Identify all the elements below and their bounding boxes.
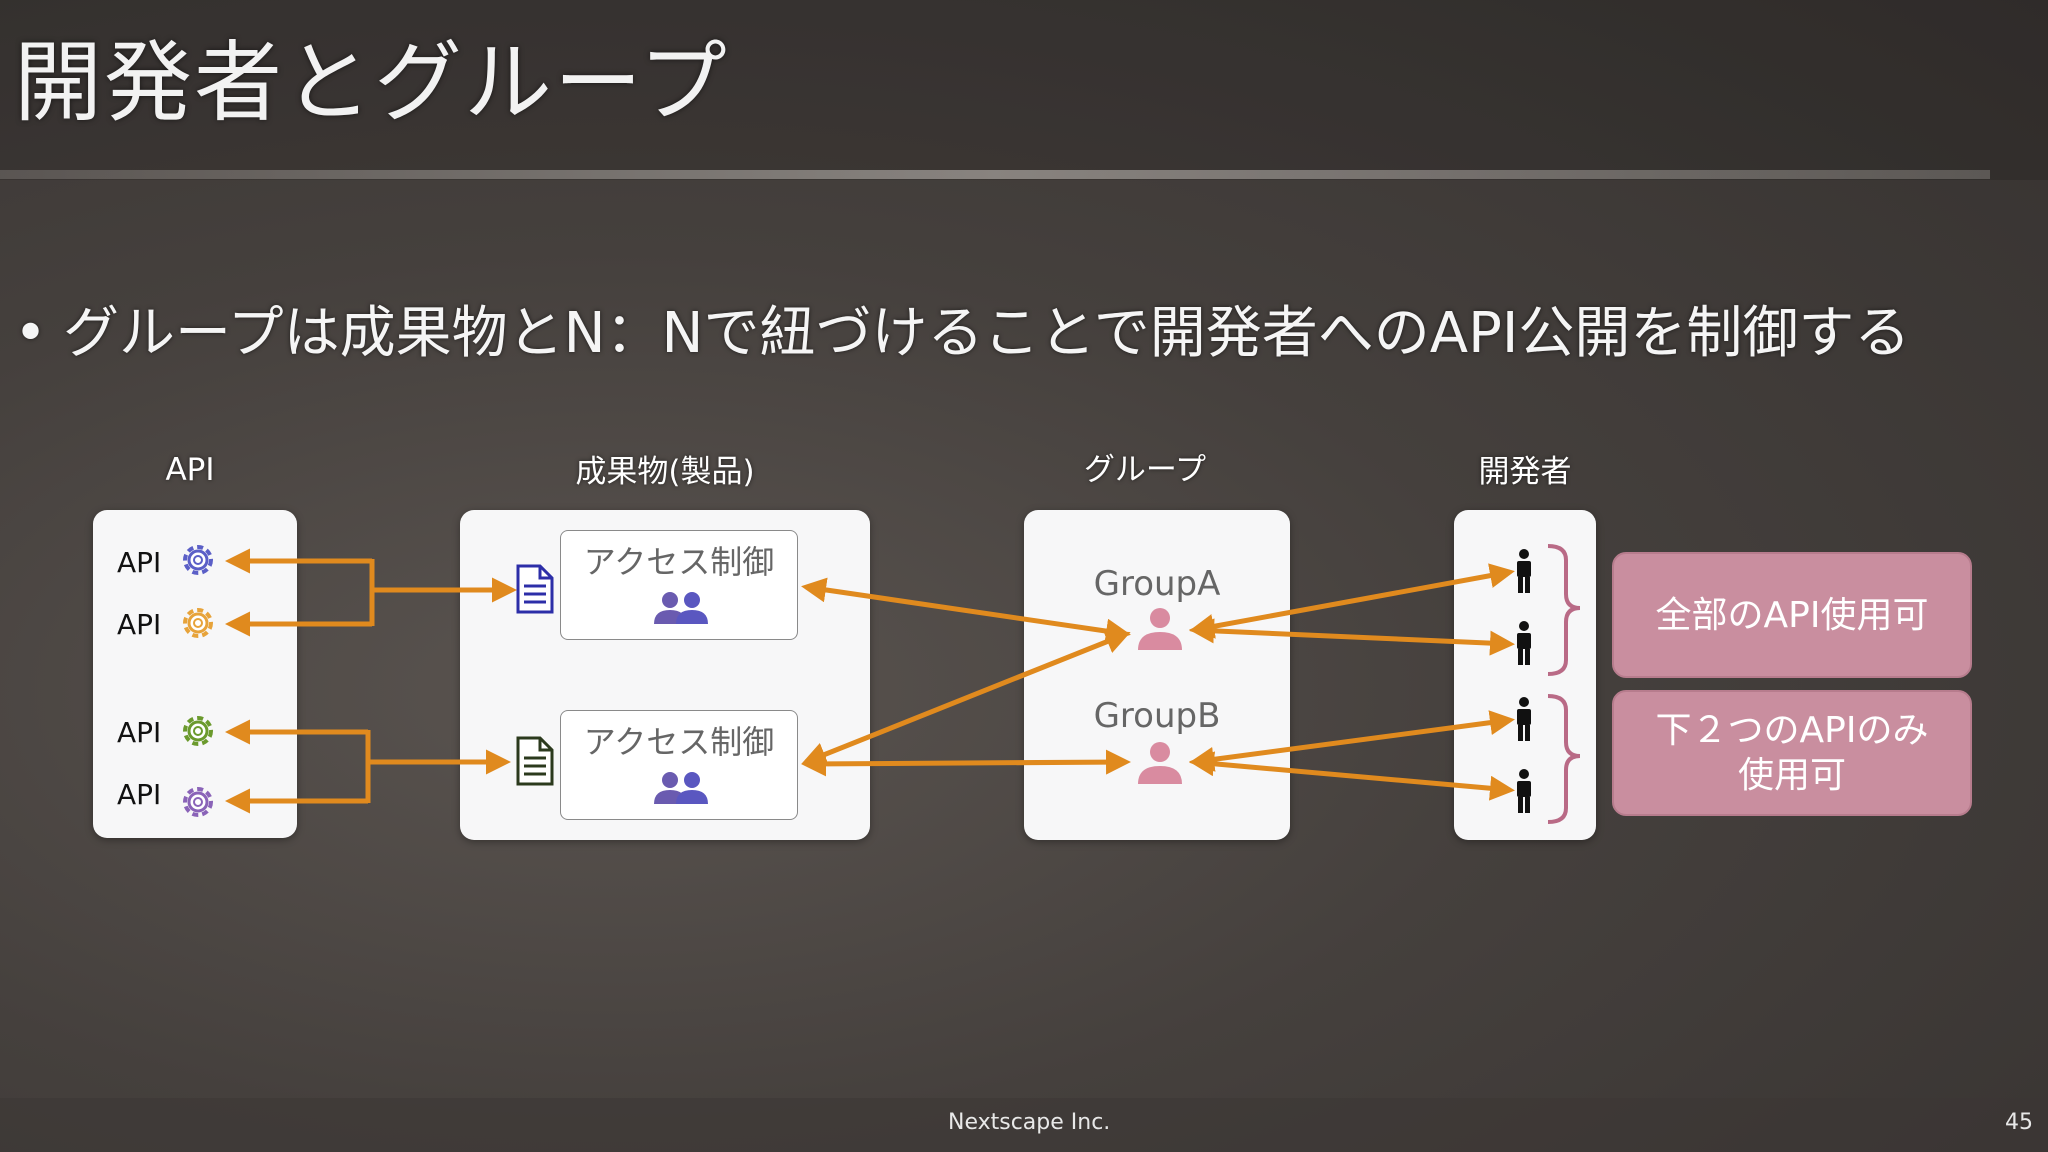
note-bottom-two-line2: 使用可 bbox=[1737, 755, 1846, 796]
people-icon bbox=[654, 592, 708, 624]
title-band bbox=[0, 0, 2048, 180]
note-all-apis: 全部のAPI使用可 bbox=[1612, 552, 1972, 678]
product-group-connectors bbox=[801, 577, 1131, 777]
gear-icon bbox=[183, 608, 213, 638]
title-divider bbox=[0, 170, 1990, 179]
column-header-developer: 開発者 bbox=[1478, 454, 1572, 490]
api-panel: API API API API bbox=[93, 510, 297, 838]
api-label-1: API bbox=[117, 546, 162, 579]
document-icon bbox=[516, 564, 554, 614]
note-bottom-two-line1: 下２つのAPIのみ bbox=[1655, 710, 1929, 751]
gear-icon bbox=[183, 787, 213, 817]
api-product-connector-top bbox=[225, 548, 517, 637]
column-header-product: 成果物(製品) bbox=[575, 454, 755, 490]
developer-icon bbox=[1517, 769, 1531, 813]
api-label-4: API bbox=[117, 778, 162, 811]
api-label-2: API bbox=[117, 608, 162, 641]
developer-icon bbox=[1517, 697, 1531, 741]
gear-icon bbox=[183, 716, 213, 746]
access-control-label-1: アクセス制御 bbox=[583, 543, 775, 581]
people-icon bbox=[654, 772, 708, 804]
gear-icon bbox=[183, 545, 213, 575]
developer-icon bbox=[1517, 621, 1531, 665]
document-icon bbox=[516, 736, 554, 786]
bullet-marker: • bbox=[14, 301, 48, 366]
column-header-group: グループ bbox=[1083, 452, 1207, 488]
bracket-top bbox=[1547, 544, 1581, 676]
page-number: 45 bbox=[2005, 1110, 2033, 1135]
bracket-bottom bbox=[1547, 694, 1581, 824]
slide-title: 開発者とグループ bbox=[14, 31, 729, 134]
bullet-point: •グループは成果物とN：Nで紐づけることで開発者へのAPI公開を制御する bbox=[14, 288, 1910, 369]
user-icon bbox=[1138, 742, 1182, 784]
note-bottom-two-apis: 下２つのAPIのみ 使用可 bbox=[1612, 690, 1972, 816]
bullet-text: グループは成果物とN：Nで紐づけることで開発者へのAPI公開を制御する bbox=[63, 301, 1911, 366]
access-control-box-1: アクセス制御 bbox=[560, 530, 798, 640]
column-header-api: API bbox=[165, 452, 215, 488]
footer-bar bbox=[0, 1098, 2048, 1152]
footer-company: Nextscape Inc. bbox=[948, 1110, 1111, 1135]
developer-icon bbox=[1517, 549, 1531, 593]
group-developer-connectors bbox=[1189, 563, 1515, 801]
api-label-3: API bbox=[117, 716, 162, 749]
api-product-connector-bottom bbox=[225, 719, 511, 814]
user-icon bbox=[1138, 608, 1182, 650]
access-control-label-2: アクセス制御 bbox=[583, 723, 775, 761]
